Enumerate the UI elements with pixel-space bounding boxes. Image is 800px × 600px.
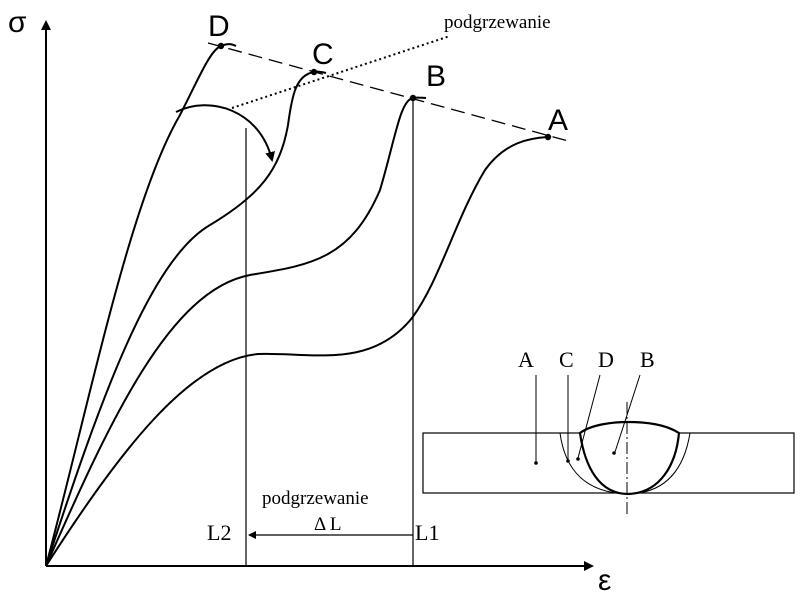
curve-b bbox=[45, 96, 427, 567]
point-d-marker bbox=[217, 42, 225, 50]
weld-point-c bbox=[566, 459, 570, 463]
curve-d-label: D bbox=[208, 10, 230, 43]
curve-c-label: C bbox=[312, 38, 334, 71]
l1-label: L1 bbox=[415, 520, 439, 545]
point-c-marker bbox=[310, 68, 318, 76]
weld-point-a bbox=[534, 461, 538, 465]
weld-label-b: B bbox=[640, 347, 655, 372]
weld-point-b bbox=[612, 451, 616, 455]
peak-envelope-dashed-line bbox=[207, 42, 573, 143]
heating-label-top: podgrzewanie bbox=[444, 12, 551, 33]
l2-label: L2 bbox=[207, 520, 231, 545]
point-b-marker bbox=[409, 94, 417, 102]
curve-b-label: B bbox=[426, 60, 446, 93]
point-a-marker bbox=[544, 133, 552, 141]
x-axis-label: ε bbox=[598, 564, 611, 597]
weld-label-c: C bbox=[559, 347, 574, 372]
curve-a-label: A bbox=[548, 104, 568, 137]
weld-label-d: D bbox=[598, 347, 614, 372]
y-axis-label: σ bbox=[8, 6, 27, 39]
heating-dotted-line bbox=[231, 35, 451, 109]
heating-label-bottom: podgrzewanie bbox=[262, 488, 369, 509]
curve-a bbox=[45, 136, 549, 567]
weld-inset: A C D B bbox=[422, 347, 795, 515]
leader-b bbox=[614, 374, 641, 453]
weld-label-a: A bbox=[518, 347, 534, 372]
leader-d bbox=[577, 374, 601, 459]
transition-arrow bbox=[175, 104, 275, 162]
delta-l-label: Δ L bbox=[314, 514, 342, 535]
weld-point-d bbox=[576, 457, 580, 461]
curve-d bbox=[45, 43, 237, 567]
weld-bead bbox=[578, 420, 681, 496]
